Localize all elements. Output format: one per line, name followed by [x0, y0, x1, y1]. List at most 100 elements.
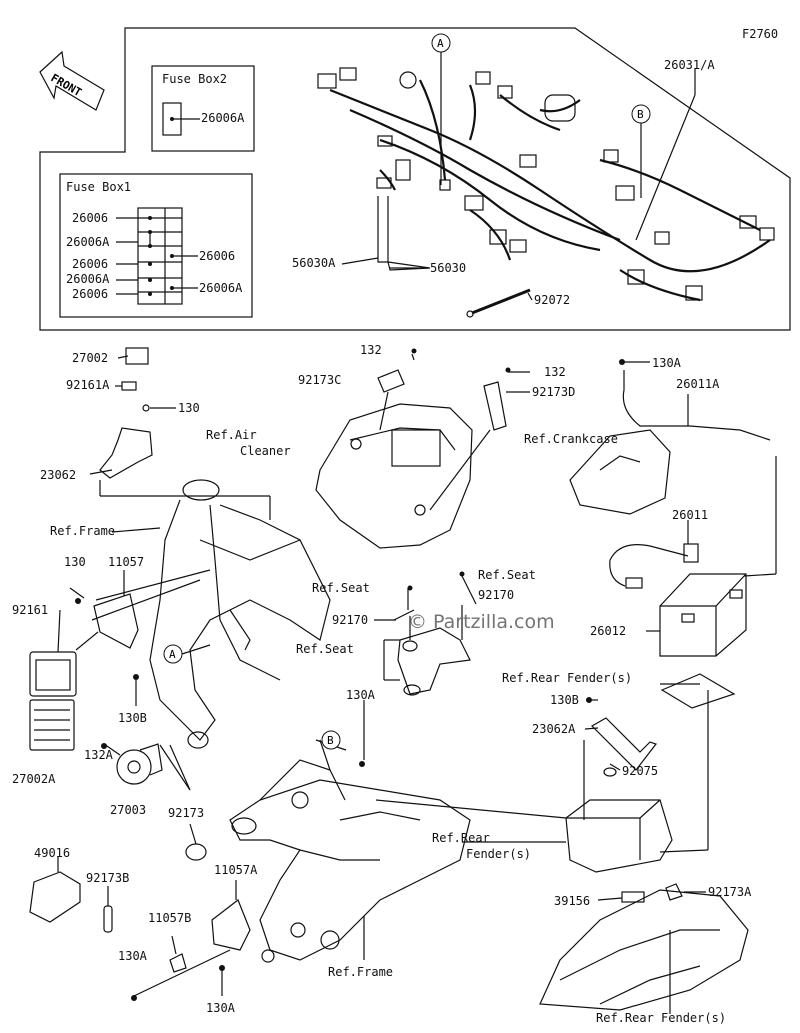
part-92173A: 92173A [708, 885, 752, 899]
part-92170-left: 92170 [332, 613, 369, 627]
ref-seat-3: Ref.Seat [296, 642, 354, 656]
plate-49016 [29, 871, 81, 923]
watermark: © Partzilla.com [408, 611, 555, 633]
part-27002A: 27002A [12, 772, 56, 786]
part-26031A: 26031/A [664, 58, 715, 72]
ref-air-cleaner-2: Cleaner [240, 444, 291, 458]
part-92072: 92072 [534, 293, 571, 307]
horn-27003 [116, 749, 152, 785]
ref-seat-2: Ref.Seat [478, 568, 536, 582]
bracket-11057B [169, 953, 187, 973]
bracket-23062 [99, 427, 153, 479]
part-130B-left: 130B [118, 711, 147, 725]
fuse-box1-left-4: 26006 [72, 287, 109, 301]
callout-b-harness [631, 104, 651, 124]
battery-box [565, 799, 673, 873]
clamp-56030 [387, 261, 431, 271]
figure-code: F2760 [742, 27, 779, 41]
fuse-box1-left-1: 26006A [66, 235, 110, 249]
fuse-box2-frame [151, 65, 255, 152]
part-11057A: 11057A [214, 863, 258, 877]
part-92161: 92161 [12, 603, 49, 617]
part-92173B: 92173B [86, 871, 130, 885]
part-130A-bottom: 130A [206, 1001, 235, 1015]
callout-b-harness-letter: B [637, 108, 644, 121]
part-92173D: 92173D [532, 385, 576, 399]
fuse-box2-part: 26006A [201, 111, 245, 125]
battery-26012 [659, 573, 747, 657]
bracket-23062A [591, 717, 657, 771]
air-cleaner [315, 403, 473, 549]
cable-26011A [622, 370, 771, 441]
cable-26011 [609, 544, 689, 587]
frame-rear [229, 759, 471, 963]
ref-rear-fender-mid-1: Ref.Rear [432, 831, 490, 845]
part-11057: 11057 [108, 555, 145, 569]
part-130-top: 130 [178, 401, 200, 415]
front-arrow [39, 50, 105, 111]
fuse-box1-title: Fuse Box1 [66, 180, 132, 194]
part-92170-right: 92170 [478, 588, 515, 602]
part-27002: 27002 [72, 351, 109, 365]
part-26011: 26011 [672, 508, 709, 522]
part-92161A: 92161A [66, 378, 110, 392]
part-56030A: 56030A [292, 256, 336, 270]
part-132-top: 132 [360, 343, 382, 357]
ref-rear-fender-bottom: Ref.Rear Fender(s) [596, 1011, 727, 1025]
part-56030: 56030 [430, 261, 467, 275]
part-39156: 39156 [554, 894, 591, 908]
callout-a-frame-letter: A [169, 648, 176, 661]
part-26011A: 26011A [676, 377, 720, 391]
part-92173C: 92173C [298, 373, 342, 387]
callout-a-harness [431, 33, 451, 53]
part-132A: 132A [84, 748, 113, 762]
harness-group-outline [39, 27, 791, 331]
part-11057B: 11057B [148, 911, 192, 925]
harness-connectors [317, 67, 775, 301]
ref-rear-fender-1: Ref.Rear Fender(s) [502, 671, 633, 685]
clip-92173A [665, 883, 683, 901]
clip-92173 [185, 843, 207, 861]
fuse-box1-right-1: 26006A [199, 281, 243, 295]
callout-b-frame [321, 730, 341, 750]
part-132-mid: 132 [544, 365, 566, 379]
fuse-box1-left-3: 26006A [66, 272, 110, 286]
fuse-box1-left-2: 26006 [72, 257, 109, 271]
bracket-11057 [93, 593, 139, 649]
part-130A-left: 130A [118, 949, 147, 963]
ref-crankcase: Ref.Crankcase [524, 432, 618, 446]
part-130A-mid: 130A [346, 688, 375, 702]
ref-frame-top: Ref.Frame [50, 524, 116, 538]
part-49016: 49016 [34, 846, 71, 860]
fuse-box2-title: Fuse Box2 [162, 72, 228, 86]
part-130B-right: 130B [550, 693, 579, 707]
part-92075: 92075 [622, 764, 659, 778]
cable-tie-92072 [471, 288, 531, 315]
regulator-27002A [29, 699, 75, 751]
part-26012: 26012 [590, 624, 627, 638]
ref-seat-1: Ref.Seat [312, 581, 370, 595]
fuse-box1-frame [59, 173, 253, 318]
part-27003: 27003 [110, 803, 147, 817]
callout-a-frame [163, 644, 183, 664]
crankcase [569, 429, 671, 515]
fuse-box1-left-0: 26006 [72, 211, 109, 225]
clip-92173B [103, 905, 113, 933]
frame-upper [149, 479, 331, 749]
seat-bracket [397, 627, 471, 696]
part-92173: 92173 [168, 806, 205, 820]
part-130-left: 130 [64, 555, 86, 569]
part-23062A: 23062A [532, 722, 576, 736]
fuse-box1-right-0: 26006 [199, 249, 236, 263]
bracket-39156 [621, 891, 645, 903]
clip-92173D [483, 381, 507, 431]
relay-27002 [125, 347, 149, 365]
clip-92173C [377, 369, 405, 393]
wiring-harness [329, 79, 771, 302]
ref-frame-bottom: Ref.Frame [328, 965, 394, 979]
battery-mat [660, 673, 736, 709]
callout-b-frame-letter: B [327, 734, 334, 747]
callout-a-harness-letter: A [437, 37, 444, 50]
ref-rear-fender-mid-2: Fender(s) [466, 847, 532, 861]
